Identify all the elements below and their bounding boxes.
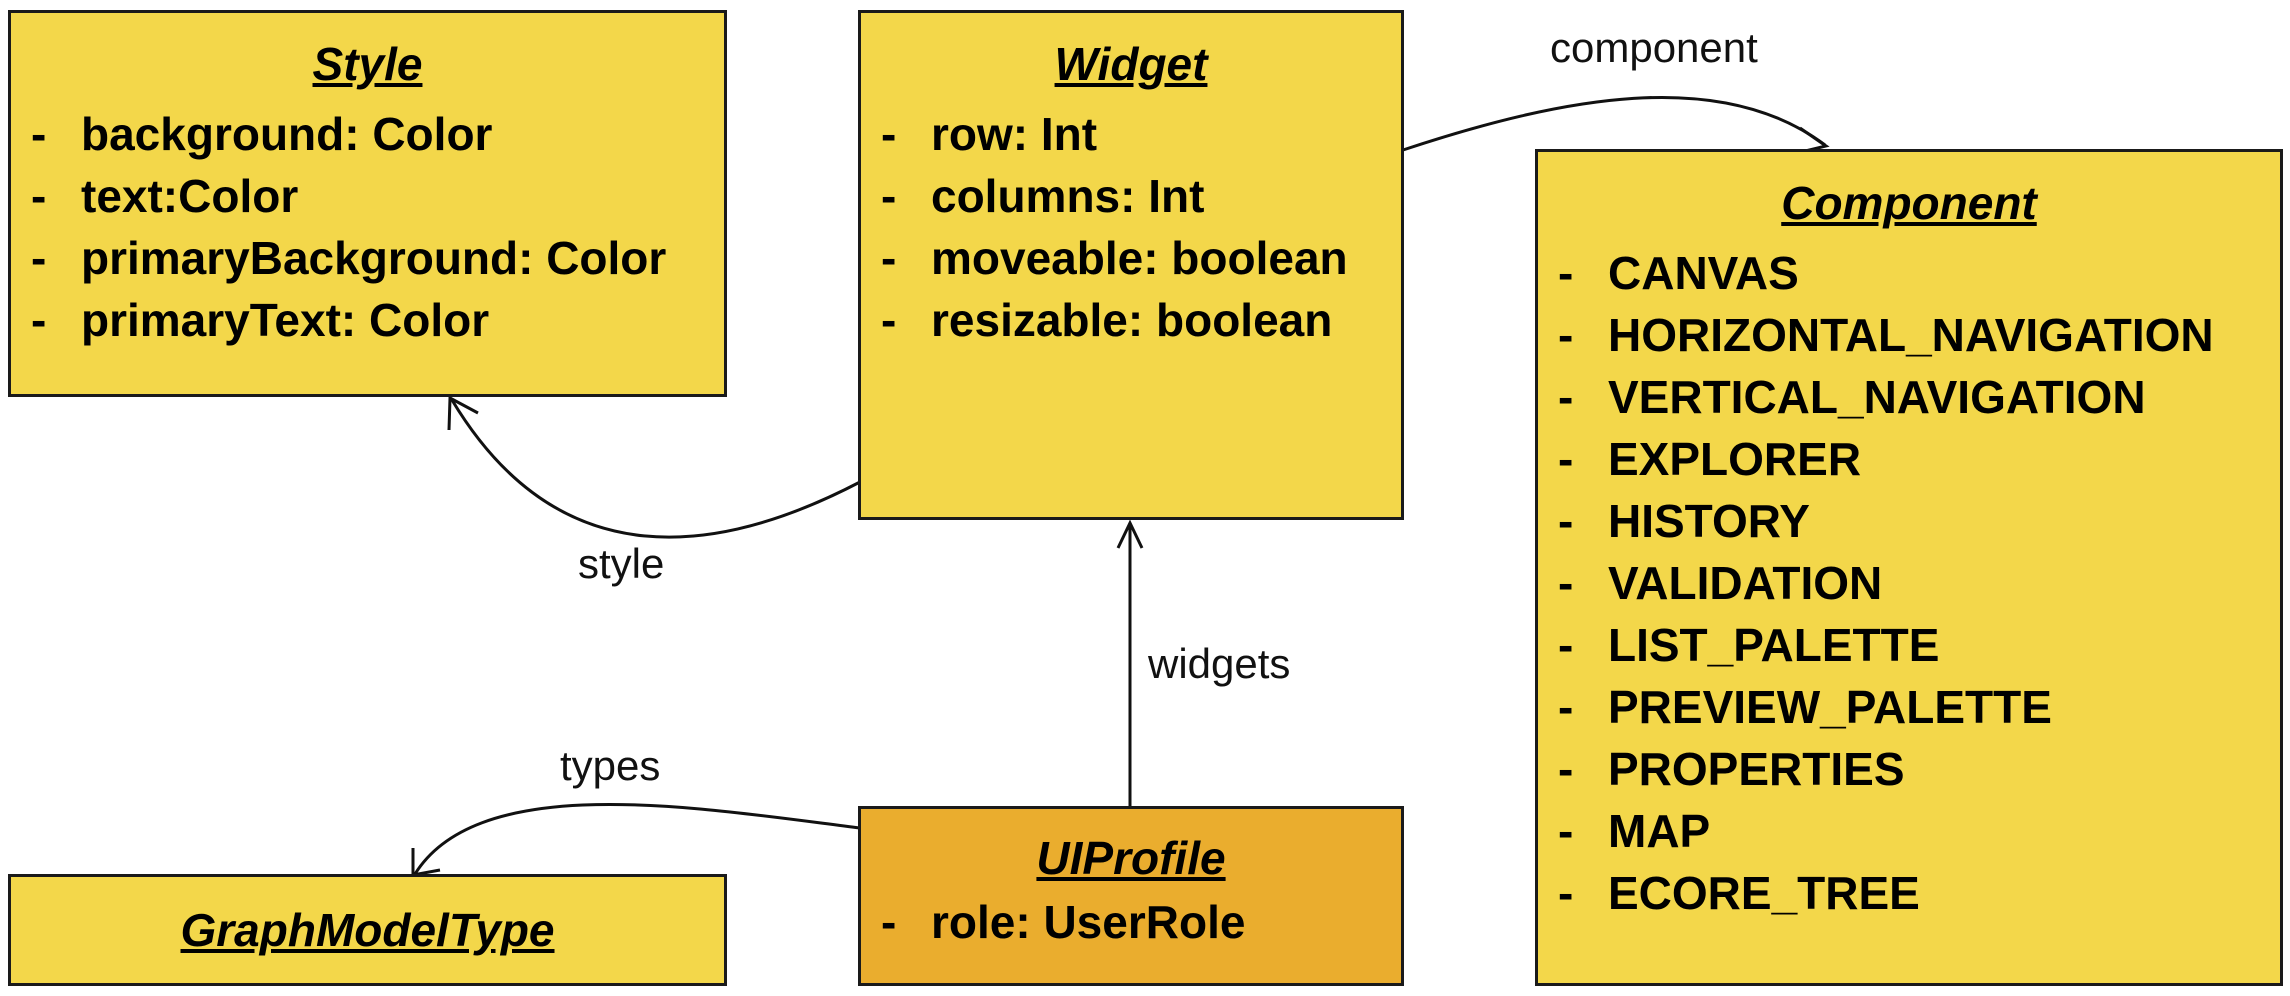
component-literal: -VERTICAL_NAVIGATION [1558, 371, 2146, 423]
widget-attribute: -columns: Int [881, 170, 1205, 222]
style-attribute-list: -background: Color -text:Color -primaryB… [11, 103, 724, 351]
graphmodeltype-class-title: GraphModelType [180, 904, 555, 956]
widget-attribute: -moveable: boolean [881, 232, 1348, 284]
style-attribute: -primaryText: Color [31, 294, 490, 346]
component-class-title: Component [1781, 177, 2037, 229]
edge-widgets-arrowhead [1116, 519, 1144, 549]
edge-types [413, 802, 861, 875]
style-attribute: -text:Color [31, 170, 299, 222]
style-attribute: -background: Color [31, 108, 493, 160]
component-literal: -CANVAS [1558, 247, 1799, 299]
edge-style-arrowhead [447, 395, 479, 431]
graphmodeltype-class-box: GraphModelType [8, 874, 727, 986]
uiprofile-class-box: UIProfile -role: UserRole [858, 806, 1404, 986]
edge-label-widgets: widgets [1148, 640, 1291, 687]
widget-attribute: -resizable: boolean [881, 294, 1333, 346]
edge-style [450, 399, 861, 539]
component-literal: -PROPERTIES [1558, 743, 1905, 795]
widget-class-title: Widget [1054, 38, 1208, 90]
edge-label-style: style [578, 540, 665, 587]
style-class-title: Style [312, 38, 423, 90]
component-literal: -HORIZONTAL_NAVIGATION [1558, 309, 2214, 361]
uiprofile-class-title: UIProfile [1036, 832, 1226, 884]
style-attribute: -primaryBackground: Color [31, 232, 667, 284]
widget-attribute: -row: Int [881, 108, 1098, 160]
component-literal: -HISTORY [1558, 495, 1810, 547]
component-class-box: Component -CANVAS -HORIZONTAL_NAVIGATION… [1535, 149, 2283, 986]
widget-class-box: Widget -row: Int -columns: Int -moveable… [858, 10, 1404, 520]
component-literal: -LIST_PALETTE [1558, 619, 1940, 671]
component-attribute-list: -CANVAS -HORIZONTAL_NAVIGATION -VERTICAL… [1538, 242, 2280, 924]
uiprofile-attribute-list: -role: UserRole [861, 891, 1401, 953]
component-literal: -PREVIEW_PALETTE [1558, 681, 2052, 733]
component-literal: -EXPLORER [1558, 433, 1862, 485]
widget-attribute-list: -row: Int -columns: Int -moveable: boole… [861, 103, 1401, 351]
edge-label-component: component [1550, 24, 1758, 71]
edge-label-types: types [560, 742, 661, 789]
uiprofile-attribute: -role: UserRole [881, 896, 1246, 948]
component-literal: -ECORE_TREE [1558, 867, 1920, 919]
component-literal: -MAP [1558, 805, 1711, 857]
style-class-box: Style -background: Color -text:Color -pr… [8, 10, 727, 397]
component-literal: -VALIDATION [1558, 557, 1883, 609]
edge-component [1402, 96, 1826, 152]
